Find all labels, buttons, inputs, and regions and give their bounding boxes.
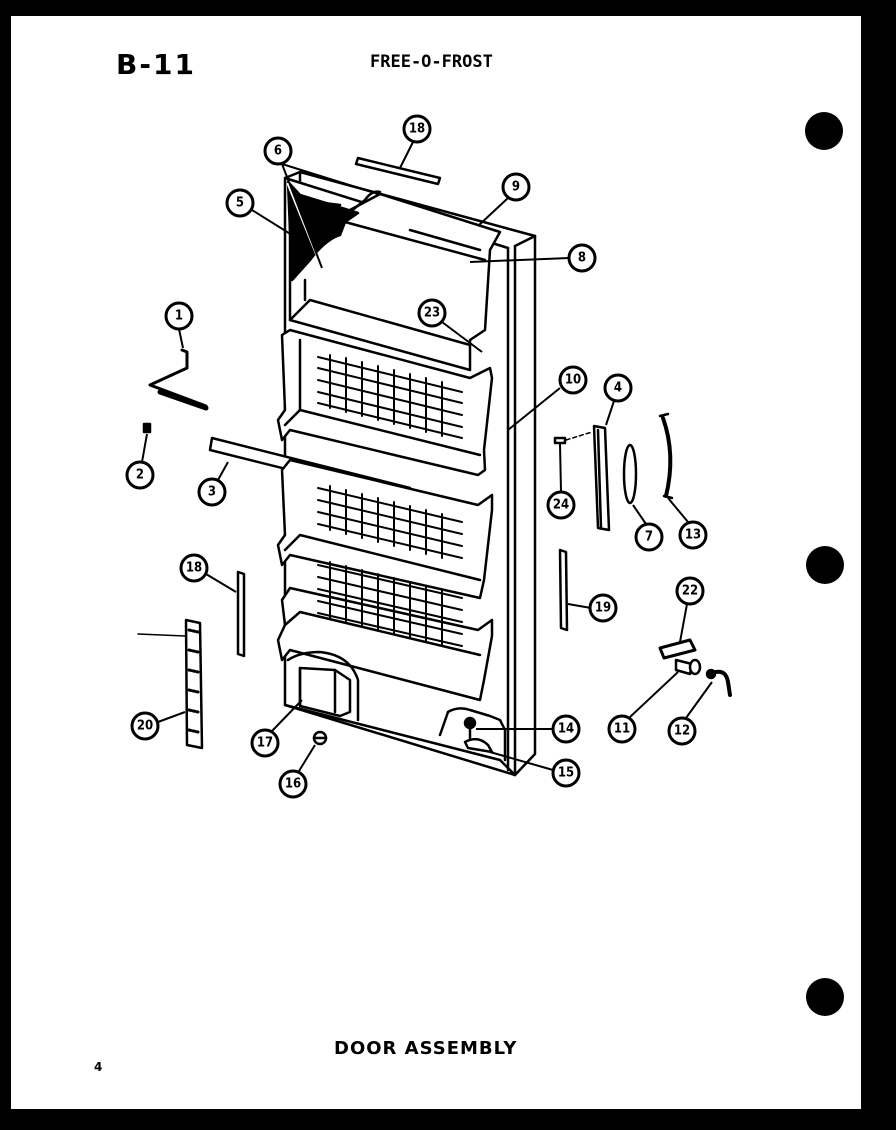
model-name: FREE-O-FROST xyxy=(370,52,493,72)
svg-text:4: 4 xyxy=(614,381,622,396)
shelf-grid-3 xyxy=(317,561,463,647)
svg-text:17: 17 xyxy=(257,736,273,751)
trim-strip-left xyxy=(236,570,246,658)
callout-16: 16 xyxy=(278,769,308,799)
svg-text:22: 22 xyxy=(682,584,698,599)
svg-text:15: 15 xyxy=(558,766,574,781)
svg-text:14: 14 xyxy=(558,722,574,737)
wire-rod-part-1 xyxy=(148,348,209,411)
callout-19: 19 xyxy=(588,593,618,623)
callout-10: 10 xyxy=(558,365,588,395)
callout-6: 6 xyxy=(263,136,293,166)
svg-text:19: 19 xyxy=(595,601,611,616)
callout-23: 23 xyxy=(417,298,447,328)
svg-text:11: 11 xyxy=(614,722,630,737)
svg-text:8: 8 xyxy=(578,251,586,266)
callout-24: 24 xyxy=(546,490,576,520)
svg-text:9: 9 xyxy=(512,180,520,195)
svg-text:1: 1 xyxy=(175,309,183,324)
key-part-12 xyxy=(705,668,732,697)
svg-text:16: 16 xyxy=(285,777,301,792)
trim-strip-top xyxy=(354,156,442,186)
shelf-grid-1 xyxy=(317,354,463,439)
lock-lever-part-22 xyxy=(658,638,697,660)
handle-trim-part-13 xyxy=(661,416,673,498)
callout-18-left: 18 xyxy=(179,553,209,583)
svg-text:2: 2 xyxy=(136,468,144,483)
liner-corner-dark xyxy=(286,180,360,282)
leader-lines xyxy=(141,141,713,772)
svg-text:3: 3 xyxy=(208,485,216,500)
magnetic-strip-part-20 xyxy=(137,618,204,750)
handle-insert-part-7 xyxy=(622,443,638,505)
door-shelf-1 xyxy=(276,328,494,477)
handle-screw-part-24 xyxy=(553,436,567,445)
svg-text:6: 6 xyxy=(274,144,282,159)
callout-18-top: 18 xyxy=(402,114,432,144)
svg-text:12: 12 xyxy=(674,724,690,739)
callout-8: 8 xyxy=(567,243,597,273)
diagram-caption: DOOR ASSEMBLY xyxy=(334,1038,518,1059)
hinge-bracket-part-15 xyxy=(463,737,494,754)
door-shelf-2 xyxy=(276,458,494,600)
callout-11: 11 xyxy=(607,714,637,744)
diagram-code: B-11 xyxy=(116,48,196,81)
callout-9: 9 xyxy=(501,172,531,202)
callout-2: 2 xyxy=(125,460,155,490)
callout-3: 3 xyxy=(197,477,227,507)
svg-text:20: 20 xyxy=(137,719,153,734)
svg-text:24: 24 xyxy=(553,498,569,513)
svg-text:7: 7 xyxy=(645,530,653,545)
lock-cylinder-part-11 xyxy=(674,658,702,676)
screw-part-14 xyxy=(463,716,477,742)
door-bottom xyxy=(283,703,517,777)
svg-text:5: 5 xyxy=(236,196,244,211)
binder-hole-top xyxy=(805,112,843,150)
svg-text:10: 10 xyxy=(565,373,581,388)
callout-4: 4 xyxy=(603,373,633,403)
callout-5: 5 xyxy=(225,188,255,218)
svg-text:13: 13 xyxy=(685,528,701,543)
callout-22: 22 xyxy=(675,576,705,606)
svg-text:18: 18 xyxy=(186,561,202,576)
callout-17: 17 xyxy=(250,728,280,758)
callout-15: 15 xyxy=(551,758,581,788)
butter-compartment xyxy=(286,650,360,722)
page-number: 4 xyxy=(94,1060,103,1074)
callout-20: 20 xyxy=(130,711,160,741)
clip-part-2 xyxy=(142,422,152,434)
binder-hole-middle xyxy=(806,546,844,584)
svg-text:18: 18 xyxy=(409,122,425,137)
callout-7: 7 xyxy=(634,522,664,552)
binder-hole-bottom xyxy=(806,978,844,1016)
callout-14: 14 xyxy=(551,714,581,744)
svg-text:23: 23 xyxy=(424,306,440,321)
callout-13: 13 xyxy=(678,520,708,550)
callout-1: 1 xyxy=(164,301,194,331)
side-trim-part-19 xyxy=(558,548,569,632)
shelf-grid-2 xyxy=(317,485,463,559)
callout-12: 12 xyxy=(667,716,697,746)
